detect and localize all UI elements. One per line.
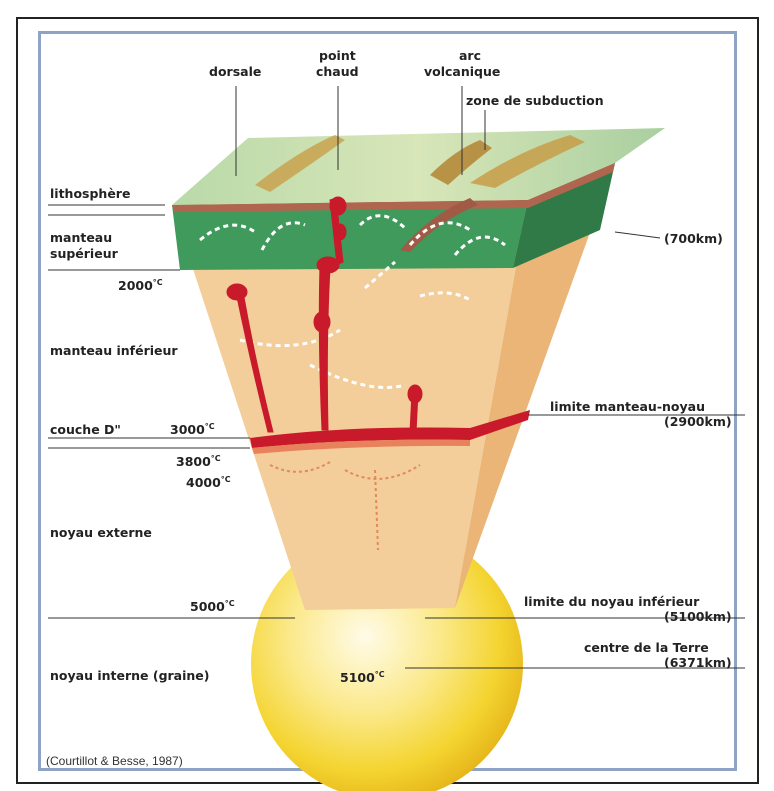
label-manteau-sup-1: manteau [50,230,112,245]
label-arc-2: volcanique [424,64,500,79]
label-temp-3800: 3800°C [176,454,221,469]
label-limite-manteau-noyau: limite manteau-noyau [550,399,705,414]
citation: (Courtillot & Besse, 1987) [46,754,183,768]
label-lithosphere: lithosphère [50,186,130,201]
label-temp-5000: 5000°C [190,599,235,614]
label-point-chaud-1: point [319,48,356,63]
label-depth-2900: (2900km) [664,414,732,429]
label-point-chaud-2: chaud [316,64,359,79]
label-depth-700: (700km) [664,231,723,246]
label-dorsale: dorsale [209,64,261,79]
label-arc-1: arc [459,48,481,63]
label-manteau-sup-2: supérieur [50,246,119,261]
label-depth-5100: (5100km) [664,609,732,624]
label-temp-4000: 4000°C [186,475,231,490]
label-manteau-inferieur: manteau inférieur [50,343,178,358]
label-limite-noyau-inferieur: limite du noyau inférieur [524,594,700,609]
label-depth-6371: (6371km) [664,655,732,670]
label-noyau-externe: noyau externe [50,525,152,540]
label-subduction: zone de subduction [466,93,604,108]
label-temp-2000: 2000°C [118,278,163,293]
label-temp-3000: 3000°C [170,422,215,437]
label-couche-d: couche D" [50,422,121,437]
label-centre-terre: centre de la Terre [584,640,709,655]
label-noyau-interne: noyau interne (graine) [50,668,210,683]
